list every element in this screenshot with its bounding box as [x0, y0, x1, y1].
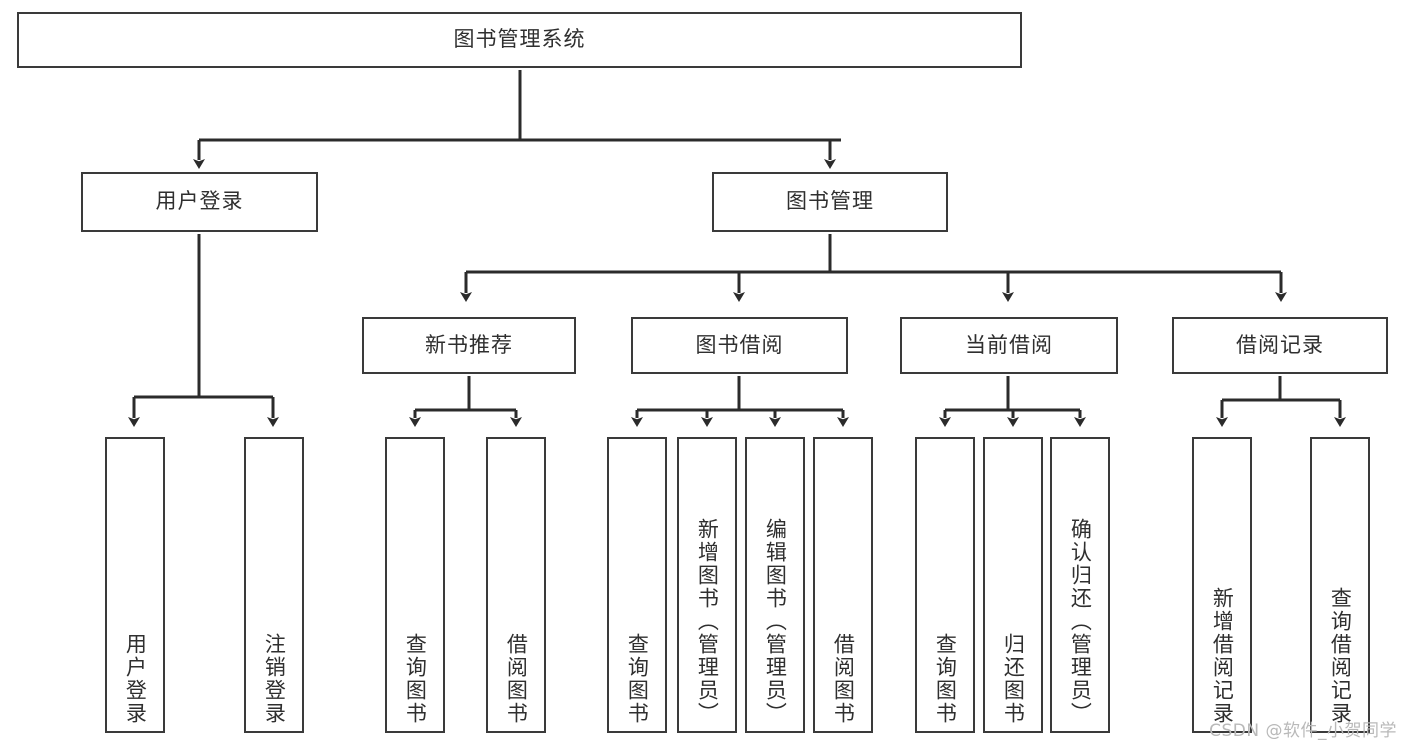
node-borrow-record[interactable]: 借阅记录 — [1172, 317, 1388, 374]
node-leaf-confirm-return-label: 确认归还（管理员） — [1068, 518, 1093, 725]
node-book-borrow-label: 图书借阅 — [695, 332, 784, 357]
node-leaf-edit-book[interactable]: 编辑图书（管理员） — [745, 437, 805, 733]
node-book-borrow[interactable]: 图书借阅 — [631, 317, 848, 374]
node-leaf-query-book-current-label: 查询图书 — [933, 633, 958, 725]
node-leaf-borrow-book-rec[interactable]: 借阅图书 — [486, 437, 546, 733]
node-leaf-borrow-book[interactable]: 借阅图书 — [813, 437, 873, 733]
node-leaf-user-login[interactable]: 用户登录 — [105, 437, 165, 733]
node-leaf-query-record-label: 查询借阅记录 — [1328, 587, 1353, 725]
node-borrow-record-label: 借阅记录 — [1236, 332, 1324, 357]
node-user-login[interactable]: 用户登录 — [81, 172, 318, 232]
node-book-manage[interactable]: 图书管理 — [712, 172, 948, 232]
edge-borrowrecord-to-leaves — [1216, 376, 1346, 427]
node-leaf-add-book-label: 新增图书（管理员） — [695, 518, 720, 725]
edge-newbookrec-to-leaves — [409, 376, 522, 427]
node-leaf-query-book-borrow-label: 查询图书 — [625, 633, 650, 725]
node-new-book-rec[interactable]: 新书推荐 — [362, 317, 576, 374]
node-leaf-add-record[interactable]: 新增借阅记录 — [1192, 437, 1252, 733]
node-leaf-logout[interactable]: 注销登录 — [244, 437, 304, 733]
edge-userlogin-to-leaves — [128, 234, 279, 427]
node-leaf-borrow-book-label: 借阅图书 — [831, 633, 856, 725]
node-root[interactable]: 图书管理系统 — [17, 12, 1022, 68]
node-user-login-label: 用户登录 — [155, 189, 244, 214]
node-leaf-query-book-borrow[interactable]: 查询图书 — [607, 437, 667, 733]
node-leaf-query-book-rec-label: 查询图书 — [403, 633, 428, 725]
node-leaf-logout-label: 注销登录 — [262, 633, 287, 725]
node-leaf-query-record[interactable]: 查询借阅记录 — [1310, 437, 1370, 733]
node-book-manage-label: 图书管理 — [786, 189, 874, 214]
node-leaf-query-book-current[interactable]: 查询图书 — [915, 437, 975, 733]
node-leaf-query-book-rec[interactable]: 查询图书 — [385, 437, 445, 733]
node-leaf-return-book-label: 归还图书 — [1001, 633, 1026, 725]
node-leaf-user-login-label: 用户登录 — [123, 633, 148, 725]
node-leaf-borrow-book-rec-label: 借阅图书 — [504, 633, 529, 725]
node-leaf-confirm-return[interactable]: 确认归还（管理员） — [1050, 437, 1110, 733]
node-root-label: 图书管理系统 — [453, 27, 586, 52]
node-new-book-rec-label: 新书推荐 — [425, 332, 513, 357]
node-leaf-edit-book-label: 编辑图书（管理员） — [763, 518, 788, 725]
edge-root-to-level1 — [193, 70, 841, 169]
edge-bookmanage-to-level2 — [460, 234, 1287, 302]
node-leaf-add-record-label: 新增借阅记录 — [1210, 587, 1235, 725]
node-current-borrow-label: 当前借阅 — [965, 332, 1053, 357]
edge-bookborrow-to-leaves — [631, 376, 849, 427]
node-leaf-add-book[interactable]: 新增图书（管理员） — [677, 437, 737, 733]
node-current-borrow[interactable]: 当前借阅 — [900, 317, 1118, 374]
edge-currentborrow-to-leaves — [939, 376, 1086, 427]
node-leaf-return-book[interactable]: 归还图书 — [983, 437, 1043, 733]
